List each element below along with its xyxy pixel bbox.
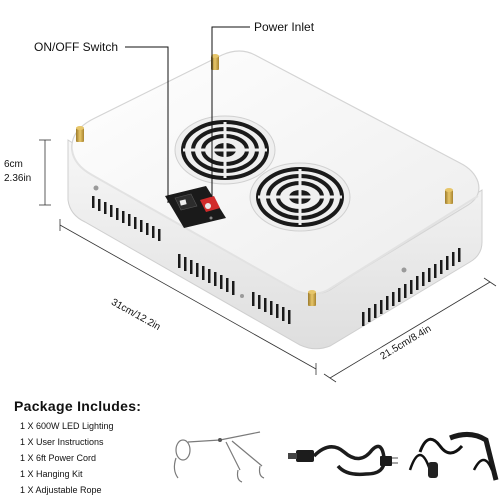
package-item-adjustable-rope: 1 X Adjustable Rope: [20, 485, 102, 495]
hanging-screw-front-left: [76, 126, 84, 142]
on-off-switch-label: ON/OFF Switch: [34, 40, 119, 54]
package-item-user-instructions: 1 X User Instructions: [20, 437, 104, 447]
vent-slots-left: [92, 196, 161, 241]
package-includes-title: Package Includes:: [14, 398, 142, 414]
adjustable-rope-image: [408, 432, 499, 481]
hanging-screw-front: [308, 290, 316, 306]
cooling-fan-left: [174, 115, 276, 185]
power-cord-image: [288, 444, 398, 477]
package-item-led-lighting: 1 X 600W LED Lighting: [20, 421, 114, 431]
height-in-label: 2.36in: [4, 173, 32, 184]
vent-slots-front: [252, 292, 291, 324]
cooling-fan-right: [249, 162, 351, 232]
dimension-lines: [39, 139, 497, 383]
hanging-screw-back: [211, 54, 219, 70]
callout-lines: [125, 26, 250, 203]
vent-slots-middle: [178, 254, 235, 295]
package-item-power-cord: 1 X 6ft Power Cord: [20, 453, 97, 463]
package-items-list: 1 X 600W LED Lighting 1 X User Instructi…: [20, 418, 114, 498]
package-item-hanging-kit: 1 X Hanging Kit: [20, 469, 83, 479]
mounting-holes: [93, 185, 407, 298]
height-cm-label: 6cm: [4, 159, 23, 170]
vent-slots-right: [362, 248, 461, 326]
power-inlet-label: Power Inlet: [254, 20, 315, 34]
switch-panel: [165, 186, 226, 228]
hanging-wire-kit-image: [173, 431, 265, 483]
hanging-screw-right: [445, 188, 453, 204]
